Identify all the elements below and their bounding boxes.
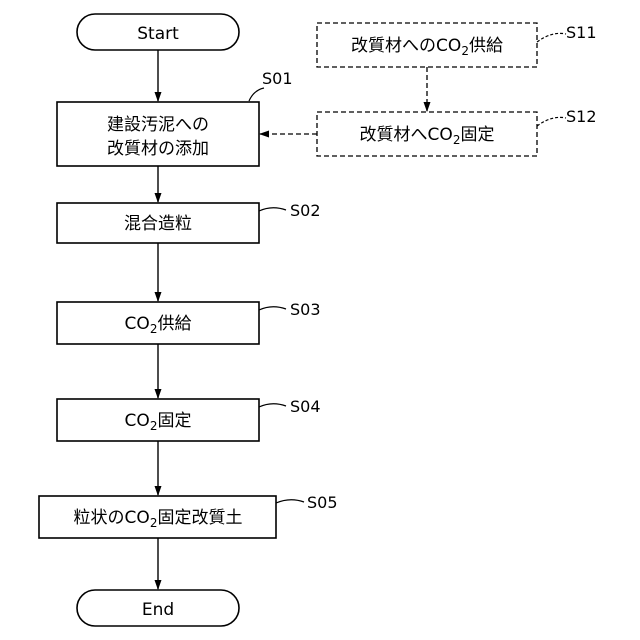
- step-s03-leader: [259, 307, 286, 310]
- step-s12-ref: S12: [566, 107, 597, 126]
- step-s11-pre: 改質材へのCO: [351, 36, 461, 56]
- step-s01-ref: S01: [262, 69, 293, 88]
- step-s05-post: 固定改質土: [157, 508, 242, 528]
- step-s05-pre: 粒状のCO: [74, 508, 150, 528]
- step-s12-leader: [537, 117, 566, 126]
- step-s03-pre: CO: [125, 314, 150, 334]
- step-s04-label: CO2固定: [125, 411, 192, 433]
- step-s04-post: 固定: [157, 411, 191, 431]
- step-s05-label: 粒状のCO2固定改質土: [74, 508, 243, 530]
- step-s02-leader: [259, 208, 286, 211]
- step-s04-ref: S04: [290, 397, 321, 416]
- step-s12-sub: 2: [453, 133, 461, 147]
- step-s03-post: 供給: [157, 314, 191, 334]
- step-s03-ref: S03: [290, 300, 321, 319]
- step-s03-sub: 2: [150, 322, 158, 336]
- step-s11-label: 改質材へのCO2供給: [351, 36, 503, 58]
- step-s05-ref: S05: [307, 493, 338, 512]
- step-s12-pre: 改質材へCO: [360, 125, 453, 145]
- step-s11-post: 供給: [469, 36, 503, 56]
- step-s04-leader: [259, 404, 286, 407]
- step-s11-leader: [537, 33, 566, 42]
- step-s05-sub: 2: [150, 516, 158, 530]
- step-s12-post: 固定: [460, 125, 494, 145]
- start-label: Start: [137, 24, 179, 44]
- step-s04-sub: 2: [150, 419, 158, 433]
- step-s05-leader: [276, 500, 304, 503]
- step-s11-ref: S11: [566, 23, 597, 42]
- step-s04-pre: CO: [125, 411, 150, 431]
- end-label: End: [142, 600, 174, 620]
- step-s01-leader: [249, 88, 264, 101]
- step-s11-sub: 2: [461, 44, 469, 58]
- step-s03-label: CO2供給: [125, 314, 192, 336]
- step-s01-line1: 建設汚泥への: [107, 115, 209, 135]
- step-s12-label: 改質材へCO2固定: [360, 125, 495, 147]
- step-s01-line2: 改質材の添加: [107, 139, 209, 159]
- step-s02-label: 混合造粒: [124, 214, 192, 234]
- step-s02-ref: S02: [290, 201, 321, 220]
